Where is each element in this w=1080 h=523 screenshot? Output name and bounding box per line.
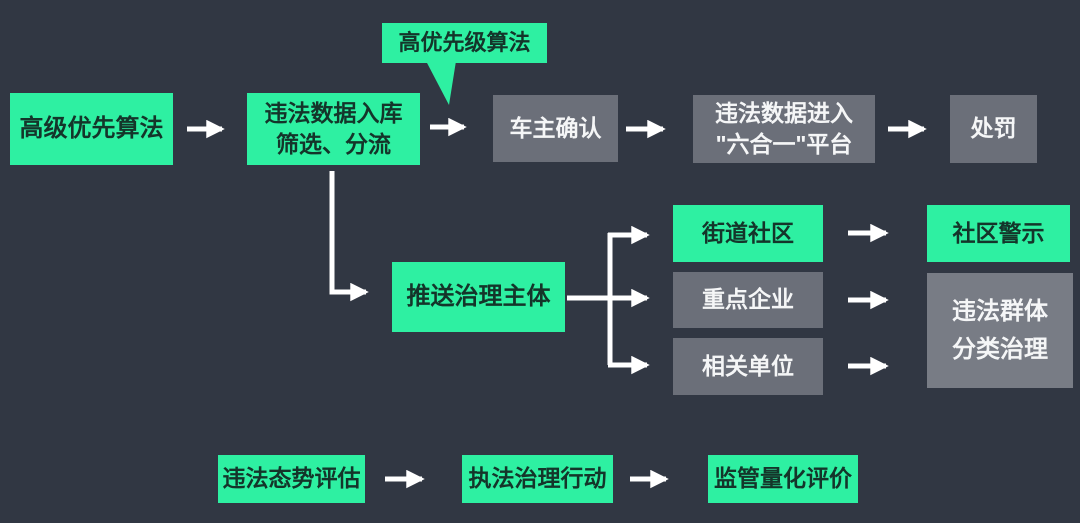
node-data-intake: 违法数据入库 筛选、分流 bbox=[247, 93, 420, 165]
node-key-enterprises: 重点企业 bbox=[673, 272, 823, 328]
node-group-governance: 违法群体 分类治理 bbox=[927, 273, 1073, 388]
node-push-governance: 推送治理主体 bbox=[392, 262, 565, 332]
node-punishment: 处罚 bbox=[950, 95, 1037, 163]
node-situation-assessment: 违法态势评估 bbox=[218, 455, 365, 503]
node-owner-confirm: 车主确认 bbox=[493, 95, 618, 162]
node-enforcement-action: 执法治理行动 bbox=[462, 455, 613, 503]
arrow-intake-to-push bbox=[329, 171, 369, 302]
node-priority-algorithm: 高级优先算法 bbox=[10, 93, 173, 165]
node-community-warning: 社区警示 bbox=[927, 205, 1070, 262]
callout-high-priority-algorithm: 高优先级算法 bbox=[382, 23, 547, 63]
node-platform: 违法数据进入 "六合一"平台 bbox=[693, 95, 875, 163]
callout-pointer-triangle bbox=[426, 61, 456, 105]
node-quantitative-evaluation: 监管量化评价 bbox=[708, 455, 858, 503]
node-related-units: 相关单位 bbox=[673, 338, 823, 395]
node-street-community: 街道社区 bbox=[673, 205, 823, 262]
